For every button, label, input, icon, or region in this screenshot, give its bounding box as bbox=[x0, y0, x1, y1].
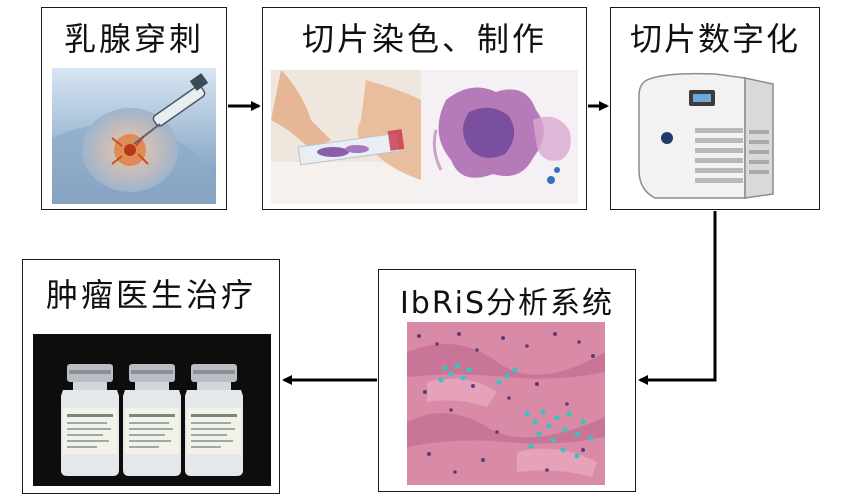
step-title: 切片染色、制作 bbox=[301, 20, 547, 58]
slide-preparation-illustration bbox=[271, 70, 578, 204]
medicine-vials-illustration bbox=[33, 334, 271, 486]
step-breast-biopsy: 乳腺穿刺 bbox=[41, 7, 227, 210]
breast-biopsy-illustration bbox=[52, 68, 216, 204]
step-title: 切片数字化 bbox=[629, 20, 800, 58]
histology-analysis-illustration bbox=[407, 322, 605, 485]
slide-scanner-illustration bbox=[625, 70, 807, 204]
step-ibris-analysis: IbRiS分析系统 bbox=[378, 269, 636, 492]
step-oncologist-treatment: 肿瘤医生治疗 bbox=[22, 259, 280, 494]
arrow-digitization-to-ibris bbox=[638, 211, 717, 385]
step-title: 乳腺穿刺 bbox=[63, 20, 204, 58]
step-slide-preparation: 切片染色、制作 bbox=[262, 7, 587, 210]
step-slide-digitization: 切片数字化 bbox=[610, 7, 820, 210]
step-title: 肿瘤医生治疗 bbox=[45, 276, 256, 314]
step-title: IbRiS分析系统 bbox=[399, 286, 615, 321]
